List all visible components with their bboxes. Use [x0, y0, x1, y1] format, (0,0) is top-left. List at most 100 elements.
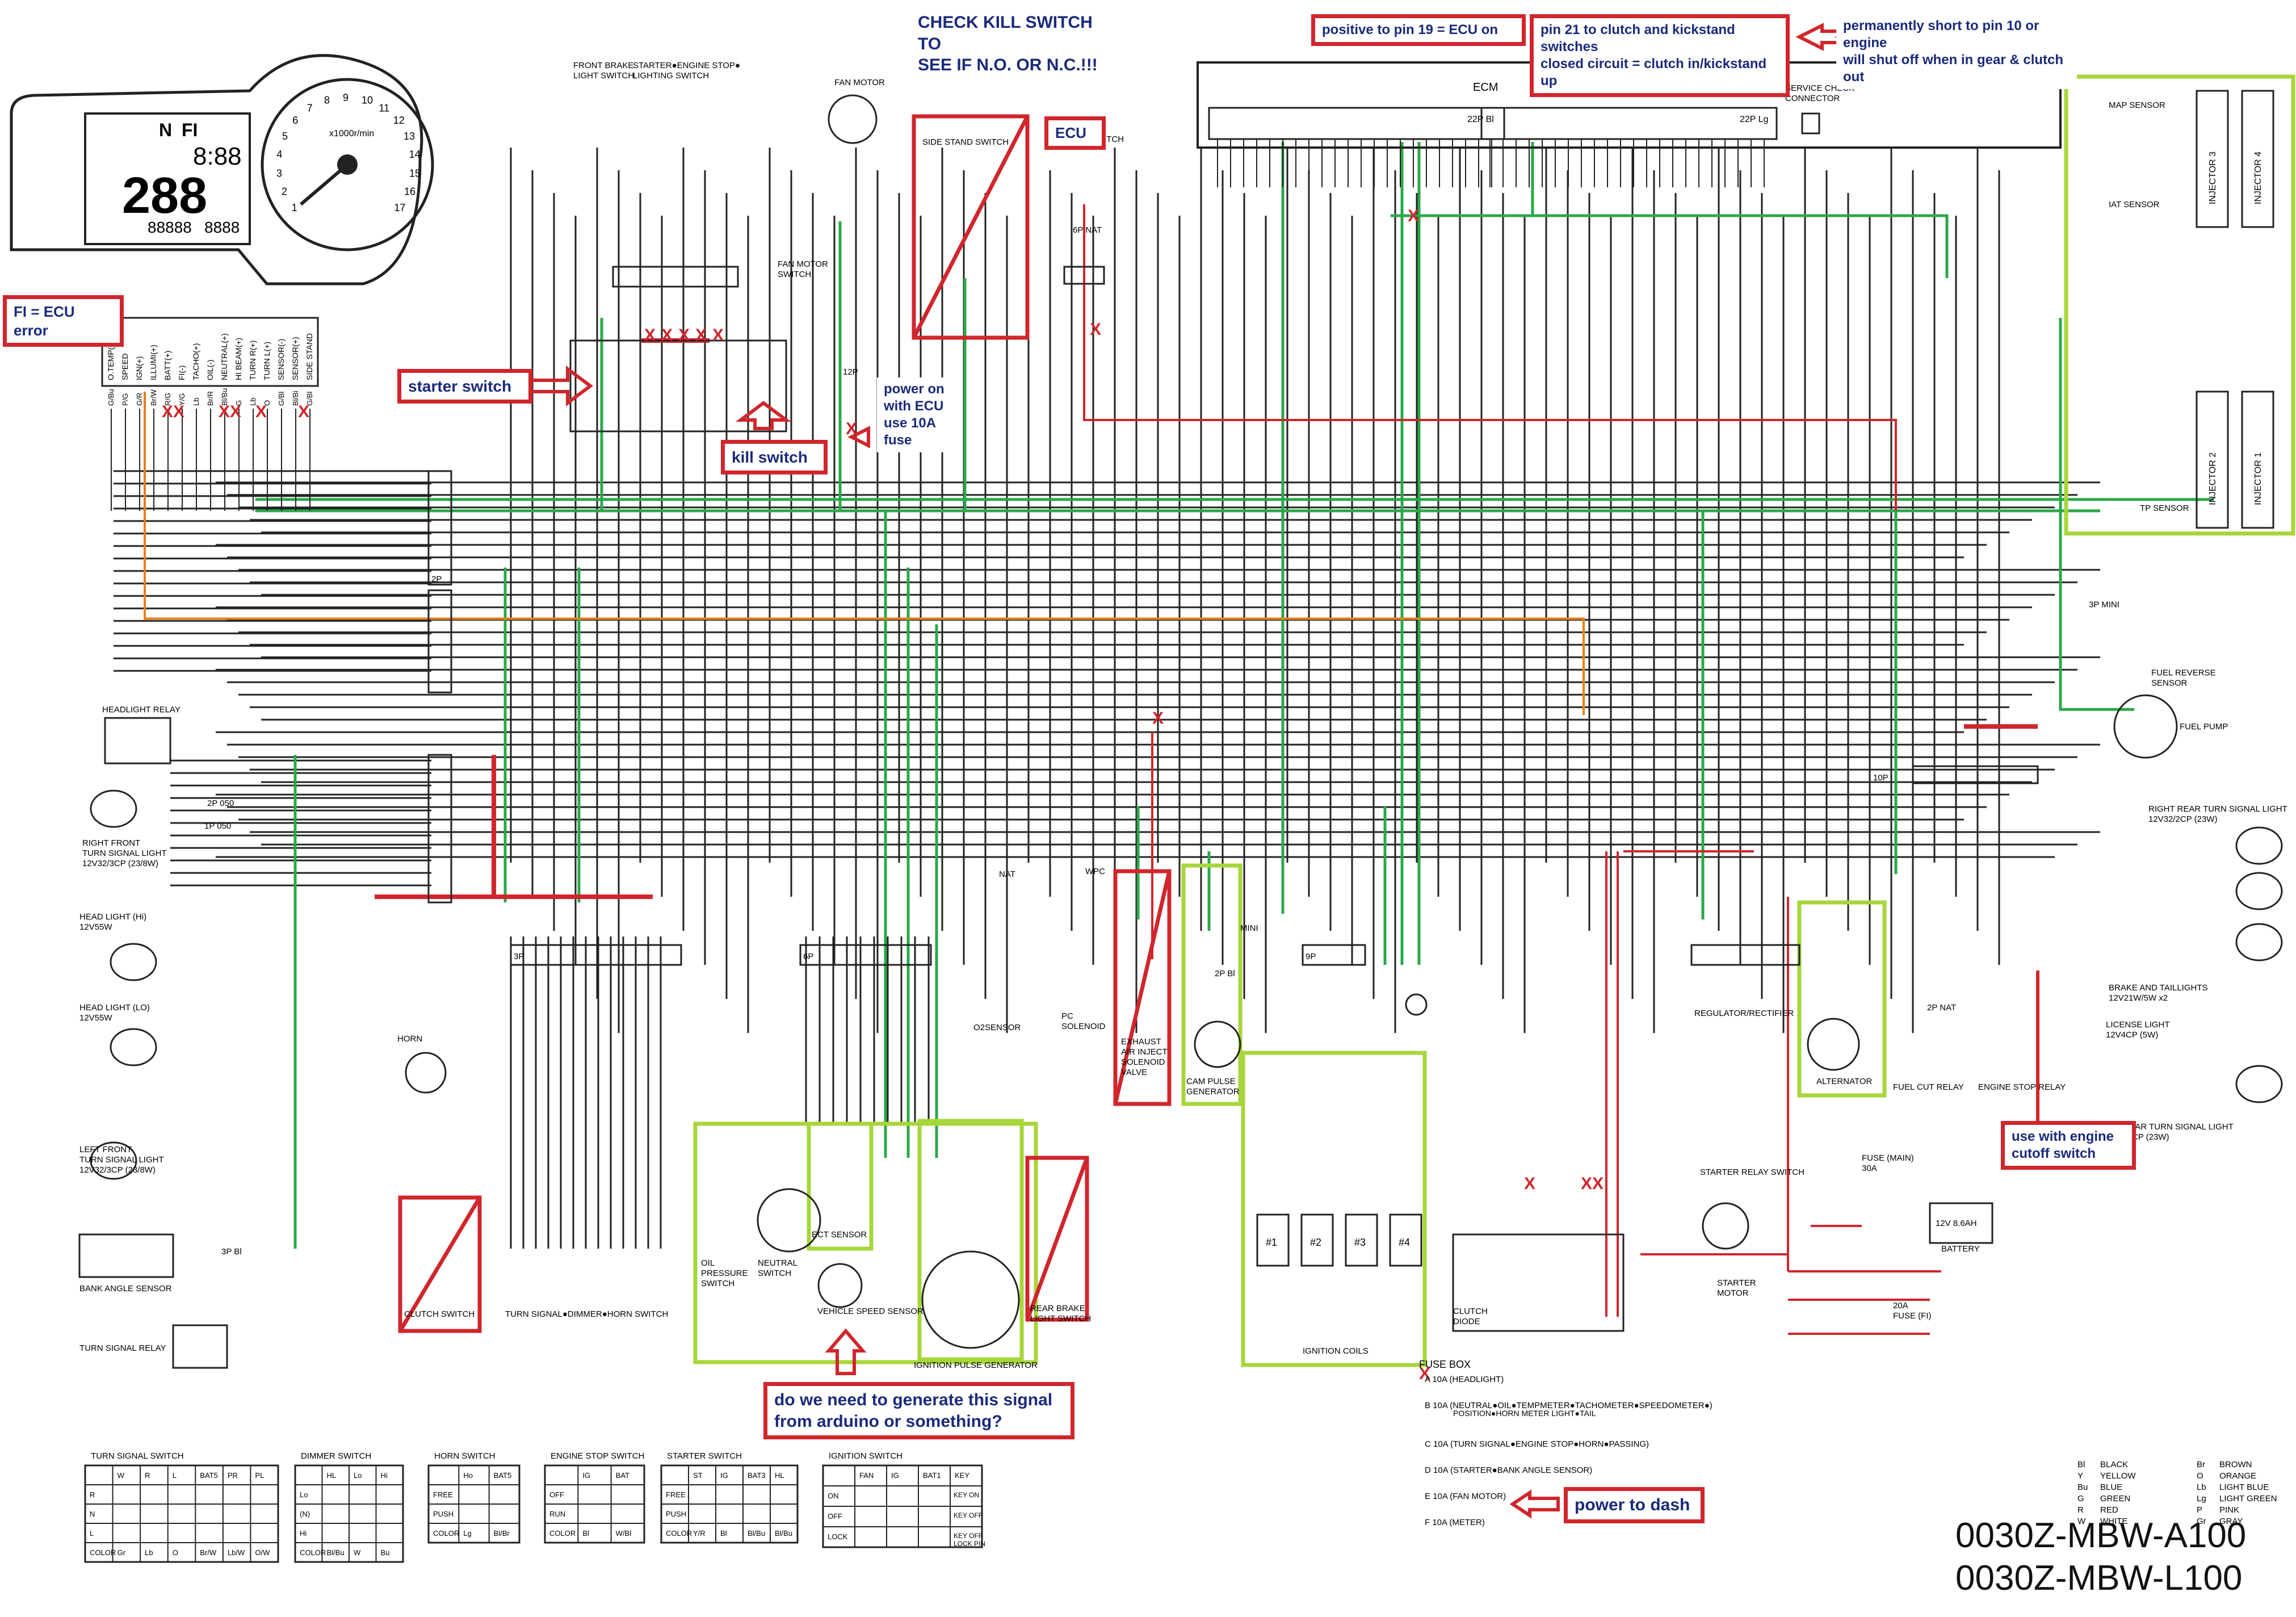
table-row-label: COLOR: [666, 1529, 692, 1538]
coil-number: #4: [1399, 1237, 1410, 1248]
gauge-number: 13: [404, 131, 415, 142]
table-row-label: FREE: [666, 1490, 686, 1499]
label-right-front-turn: RIGHT FRONT: [82, 838, 140, 848]
meter-pin-label: SENSOR(+): [291, 337, 300, 380]
table-color: O: [173, 1548, 178, 1557]
label-rear-brake: REAR BRAKE: [1030, 1304, 1085, 1313]
label-exhaust-air: AIR INJECT: [1121, 1047, 1168, 1057]
note-short-pin10: permanently short to pin 10 or engine wi…: [1836, 14, 2077, 89]
meter-wire-color: P/G: [121, 393, 129, 406]
table-title: IGNITION SWITCH: [829, 1451, 903, 1461]
green-wire: [1391, 214, 1949, 278]
label-fuse-fi: 20A: [1893, 1301, 1908, 1311]
label-ignition-coils: IGNITION COILS: [1303, 1346, 1369, 1356]
meter-pin-label: IGN(+): [135, 356, 144, 380]
meter-pin-label: TURN R(+): [248, 341, 257, 380]
legend-code: W: [2077, 1517, 2086, 1526]
connector-block: [1912, 765, 2039, 784]
label-cam-pulse: GENERATOR: [1186, 1087, 1240, 1097]
table-row-label: Hi: [300, 1529, 307, 1538]
table-color: Bl/Bu: [327, 1548, 345, 1557]
meter-wire-color: G/R: [135, 393, 144, 406]
component-outline: [569, 339, 787, 432]
fuse-entry: B 10A (NEUTRAL●OIL●TEMPMETER●TACHOMETER●…: [1425, 1401, 1712, 1410]
meter-wire-color: Y/G: [178, 393, 186, 406]
bulb-icon: [110, 943, 157, 981]
ecm-label: ECM: [1473, 81, 1498, 94]
injector-label: INJECTOR 1: [2253, 452, 2263, 505]
ground-ring-icon: [1405, 993, 1428, 1016]
table-color: W/Bl: [616, 1529, 632, 1538]
label-starter-motor: STARTER: [1717, 1278, 1756, 1288]
table-title: TURN SIGNAL SWITCH: [91, 1451, 184, 1461]
label-exhaust-air: EXHAUST: [1121, 1037, 1161, 1047]
note-power-to-dash: power to dash: [1564, 1487, 1705, 1523]
legend-name: GREEN: [2100, 1494, 2130, 1503]
strike-line: [912, 115, 1030, 339]
green-highlighted-wires: [255, 142, 2214, 1249]
ignition-coil: [1300, 1213, 1334, 1267]
highlight-box: [807, 1122, 874, 1251]
cut-x-mark: X: [1592, 1174, 1604, 1193]
fuse-list: A 10A (HEADLIGHT)B 10A (NEUTRAL●OIL●TEMP…: [1425, 1375, 1712, 1527]
label-head-light-hi: 12V55W: [79, 922, 112, 932]
bulb-icon: [110, 1028, 157, 1066]
label-oil-pressure: PRESSURE: [701, 1269, 748, 1278]
legend-name: PINK: [2219, 1505, 2239, 1515]
connector-block: [1690, 944, 1800, 966]
cut-x-mark: X: [1090, 320, 1101, 339]
meter-trip-digits: 8888: [204, 219, 240, 236]
label-license-light: 12V4CP (5W): [2106, 1030, 2158, 1040]
connector-label: NAT: [999, 870, 1015, 879]
starter-motor-icon: [1702, 1202, 1749, 1250]
red-wire: [1083, 204, 1897, 511]
gauge-number: 1: [292, 202, 297, 213]
table-row-label: LOCK: [828, 1532, 848, 1541]
connector-block: [612, 266, 739, 288]
gauge-number: 9: [343, 92, 349, 103]
gauge-number: 8: [324, 95, 330, 106]
meter-wire-color: G/Bu: [107, 389, 115, 406]
label-alternator: ALTERNATOR: [1816, 1077, 1873, 1086]
table-row-label: PUSH: [666, 1510, 686, 1518]
gauge-number: 12: [393, 115, 405, 126]
table-header: HL: [775, 1471, 784, 1480]
label-fuse-main: FUSE (MAIN): [1862, 1153, 1914, 1163]
table-color: Lb: [145, 1548, 153, 1557]
table-header: BAT5: [494, 1471, 512, 1480]
vehicle-speed-sensor-icon: [817, 1263, 863, 1308]
meter-pin-label: OIL(-): [205, 359, 215, 380]
label-turn-dimmer-horn: TURN SIGNAL●DIMMER●HORN SWITCH: [505, 1309, 668, 1319]
headlight-relay-icon: [104, 717, 171, 765]
note-power-on: power on with ECU use 10A fuse: [877, 377, 953, 452]
label-iat-sensor: IAT SENSOR: [2109, 200, 2160, 209]
arrow-starter-switch-icon: [523, 366, 593, 406]
label-starter-stop: LIGHTING SWITCH: [633, 71, 709, 81]
legend-name: BLUE: [2100, 1482, 2122, 1492]
label-fuel-reverse: SENSOR: [2151, 678, 2188, 688]
cut-x-mark: X: [255, 402, 267, 421]
meter-fi-indicator: FI: [182, 120, 198, 140]
cut-x-mark: X: [1581, 1174, 1592, 1193]
table-color: Bl/Br: [494, 1529, 510, 1538]
label-ect-sensor: ECT SENSOR: [812, 1230, 867, 1240]
meter-pin-label: SPEED: [120, 354, 129, 380]
ecm-pin-wires: [1217, 139, 1765, 187]
removed-box: [398, 1195, 482, 1333]
table-row-label: RUN: [549, 1510, 565, 1518]
table-row-label: L: [90, 1529, 94, 1538]
label-fuse-main: 30A: [1862, 1164, 1877, 1173]
legend-name: ORANGE: [2219, 1471, 2256, 1481]
meter-pin-label: TACHO(+): [191, 343, 200, 380]
table-title: ENGINE STOP SWITCH: [551, 1451, 644, 1461]
table-color: Bl: [720, 1529, 727, 1538]
table-key-state: KEY OFF: [954, 1532, 983, 1540]
removed-box: [1025, 1156, 1089, 1322]
legend-name: YELLOW: [2100, 1471, 2136, 1481]
meter-pin-label: BATT(+): [163, 351, 172, 380]
meter-pin-labels: O.TEMP(-)G/BuSPEEDP/GIGN(+)G/RILLUMI(+)B…: [101, 317, 319, 511]
meter-wire-color: G: [234, 400, 243, 406]
